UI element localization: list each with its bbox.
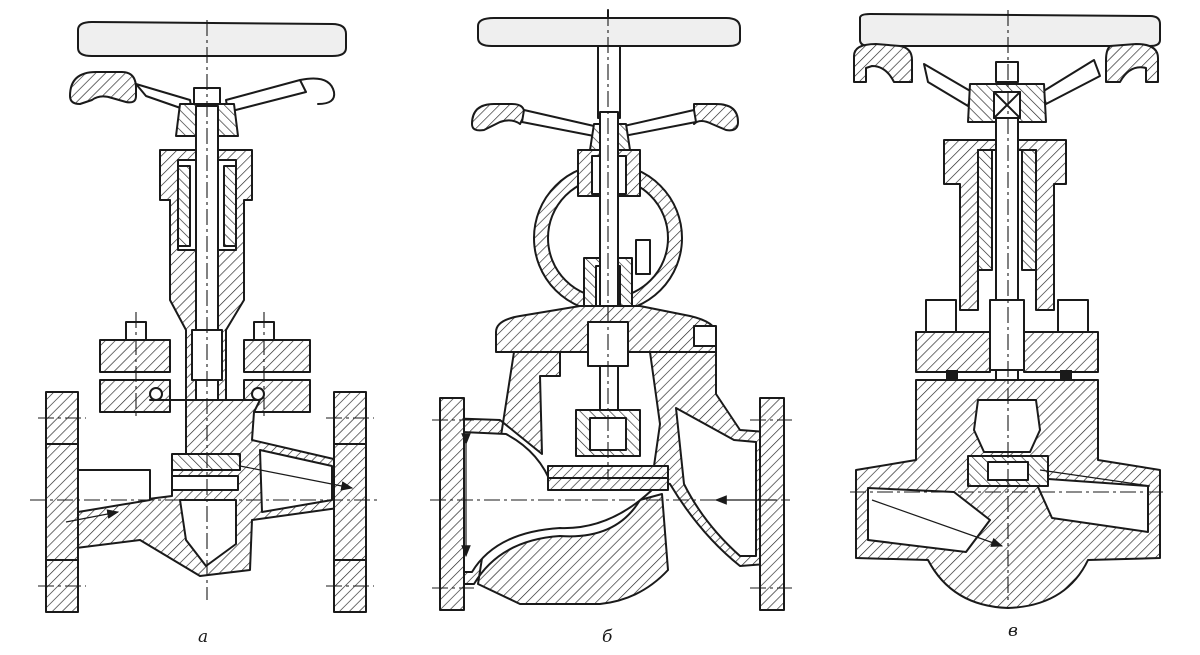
valve-c-bonnet-flange bbox=[915, 331, 991, 373]
valve-a-flange-right bbox=[333, 391, 367, 613]
valve-a-bonnet-flange bbox=[99, 339, 171, 373]
valve-a-flange-left bbox=[45, 391, 79, 613]
valve-b-spoke-left bbox=[521, 109, 595, 137]
valve-c-handwheel-top bbox=[859, 13, 1161, 47]
valve-a-disc bbox=[171, 453, 241, 471]
valve-c-label: в bbox=[1008, 621, 1018, 641]
valve-a-packing bbox=[177, 165, 237, 247]
valve-c-disc bbox=[973, 399, 1041, 453]
valve-b-label: б bbox=[602, 627, 613, 647]
valve-c-spoke-left bbox=[923, 63, 973, 107]
valve-b: б bbox=[430, 9, 792, 647]
valve-b-body bbox=[443, 351, 669, 605]
valve-a-handwheel-rim bbox=[69, 71, 137, 105]
valve-b-stem bbox=[599, 111, 619, 443]
valve-a-spoke-right bbox=[225, 79, 307, 113]
valve-a-label: а bbox=[198, 627, 208, 647]
valve-c-handwheel-rim bbox=[853, 43, 913, 83]
valve-b-spoke-right bbox=[623, 109, 697, 137]
valve-c-packing bbox=[977, 149, 1037, 271]
valve-c-flow-arrow bbox=[871, 499, 1004, 547]
valve-b-flange-left bbox=[439, 397, 465, 611]
valve-a-handwheel-top bbox=[77, 21, 347, 57]
valve-c-body bbox=[855, 379, 1161, 609]
valve-b-flange-right bbox=[759, 397, 785, 611]
valve-a-flow-arrow bbox=[65, 509, 120, 523]
valve-c-gasket bbox=[946, 370, 1072, 380]
valve-b-handwheel-top bbox=[477, 17, 741, 47]
valve-a: а bbox=[30, 20, 380, 647]
valve-c: в bbox=[850, 10, 1166, 641]
valve-b-handwheel-rim bbox=[471, 103, 526, 132]
valve-c-spoke-right bbox=[1041, 59, 1101, 105]
